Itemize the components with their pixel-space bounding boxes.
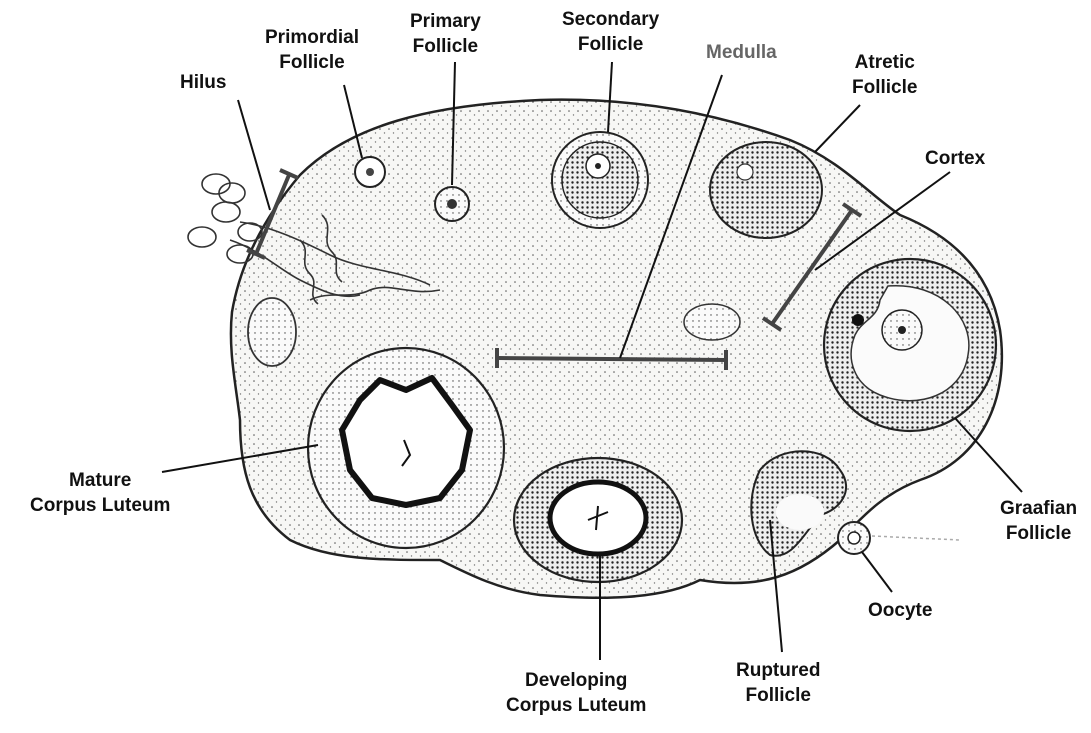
label-developing-corpus-luteum: Developing Corpus Luteum: [506, 668, 646, 718]
label-graafian-follicle: Graafian Follicle: [1000, 496, 1077, 546]
mature-corpus-luteum: [308, 348, 504, 548]
label-medulla: Medulla: [706, 40, 777, 65]
leader-graafian: [955, 418, 1022, 492]
leader-hilus: [238, 100, 270, 210]
secondary-follicle: [552, 132, 648, 228]
leader-atretic: [815, 105, 860, 152]
left-follicle: [248, 298, 296, 366]
label-oocyte: Oocyte: [868, 598, 932, 623]
label-primordial-follicle: Primordial Follicle: [265, 25, 359, 75]
label-hilus: Hilus: [180, 70, 226, 95]
label-mature-corpus-luteum: Mature Corpus Luteum: [30, 468, 170, 518]
label-atretic-follicle: Atretic Follicle: [852, 50, 917, 100]
label-primary-follicle: Primary Follicle: [410, 9, 481, 59]
oocyte: [838, 522, 960, 554]
graafian-follicle: [824, 259, 996, 431]
label-cortex: Cortex: [925, 146, 985, 171]
leader-oocyte: [862, 552, 892, 592]
primordial-follicle: [355, 157, 385, 187]
developing-corpus-luteum: [514, 458, 682, 582]
small-follicle: [684, 304, 740, 340]
label-secondary-follicle: Secondary Follicle: [562, 7, 659, 57]
label-ruptured-follicle: Ruptured Follicle: [736, 658, 820, 708]
atretic-follicle: [710, 142, 822, 238]
primary-follicle: [435, 187, 469, 221]
